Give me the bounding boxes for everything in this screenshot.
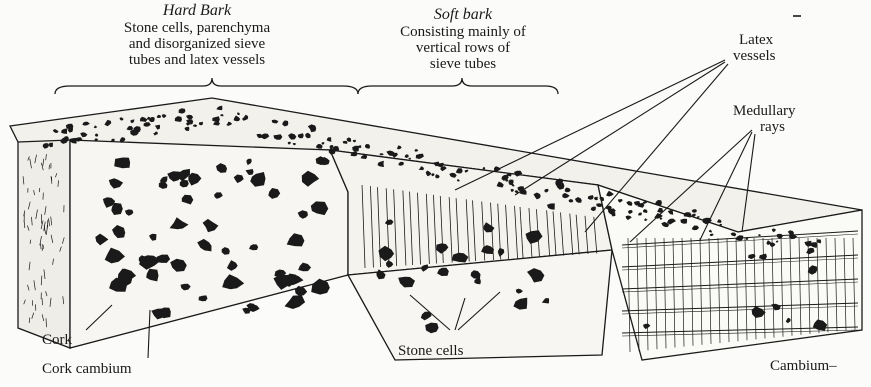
cork-label: Cork	[42, 333, 72, 348]
cork-outer-face	[18, 140, 70, 348]
hard-bark-line-1: Stone cells, parenchyma	[124, 21, 270, 36]
cork-cambium-label: Cork cambium	[42, 362, 132, 377]
hard-bark-line-2: and disorganized sieve	[129, 37, 265, 52]
latex-label-line-2: vessels	[733, 49, 776, 64]
soft-bark-line-2: vertical rows of	[416, 41, 510, 56]
medullary-label-line-1: Medullary	[733, 104, 795, 119]
cambium-label: Cambium–	[770, 359, 837, 374]
top-face-cell	[220, 114, 223, 116]
soft-bark-line-3: sieve tubes	[430, 57, 496, 72]
medullary-label-line-2: rays	[760, 120, 785, 135]
hard-bark-line-3: tubes and latex vessels	[129, 53, 265, 68]
stone-cells-label: Stone cells	[398, 344, 463, 359]
hard-bark-bracket	[55, 78, 358, 94]
soft-bark-line-1: Consisting mainly of	[400, 25, 526, 40]
hard-bark-title: Hard Bark	[163, 3, 231, 18]
soft-bark-title: Soft bark	[434, 7, 492, 22]
latex-label-line-1: Latex	[739, 33, 773, 48]
soft-bark-bracket	[358, 78, 558, 94]
stone-cell-cluster	[285, 295, 306, 309]
stone-cell-cluster	[114, 158, 130, 169]
